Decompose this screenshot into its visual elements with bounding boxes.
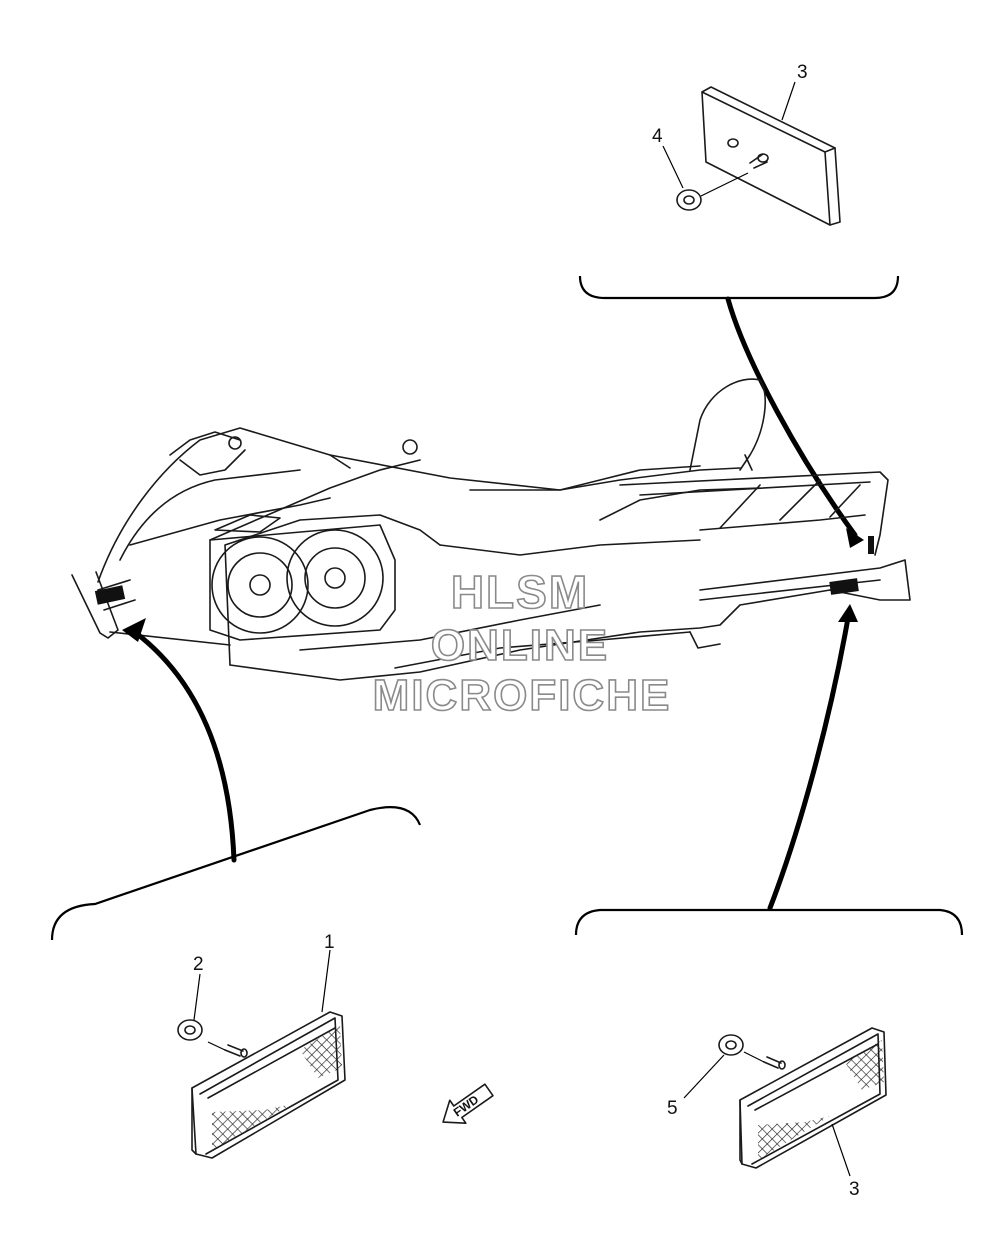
callout-label-4: 4 [652, 126, 663, 147]
watermark: HLSM ONLINE MICROFICHE [372, 565, 672, 721]
leader-part-5 [683, 1054, 725, 1099]
fwd-arrow-icon: FWD [442, 1083, 494, 1125]
reflector-part-1[interactable] [191, 1011, 346, 1159]
leader-part-3-top [781, 81, 796, 121]
detail-callout-top [578, 275, 900, 548]
watermark-line-3: MICROFICHE [373, 671, 672, 720]
leader-part-2 [193, 973, 201, 1021]
reflector-part-3-top[interactable] [701, 86, 841, 226]
detail-callout-bottom-right [574, 604, 964, 936]
callout-label-1: 1 [324, 932, 335, 953]
nut-part-5[interactable] [718, 1034, 786, 1070]
nut-part-2[interactable] [177, 1019, 248, 1058]
reflector-part-3-bottom[interactable] [739, 1027, 887, 1169]
callout-label-3-top: 3 [797, 62, 808, 83]
nut-part-4[interactable] [676, 172, 749, 211]
callout-label-2: 2 [193, 954, 204, 975]
leader-part-3-bottom [831, 1123, 851, 1177]
leader-part-1 [321, 949, 331, 1013]
leader-part-4 [662, 145, 684, 189]
fwd-label: FWD [451, 1092, 482, 1119]
snowmobile-illustration [71, 378, 911, 681]
callout-label-5: 5 [667, 1098, 678, 1119]
watermark-line-1: HLSM [451, 566, 589, 618]
callout-label-3-bottom: 3 [849, 1179, 860, 1200]
detail-callout-bottom-left [50, 618, 422, 941]
watermark-line-2: ONLINE [431, 621, 609, 670]
